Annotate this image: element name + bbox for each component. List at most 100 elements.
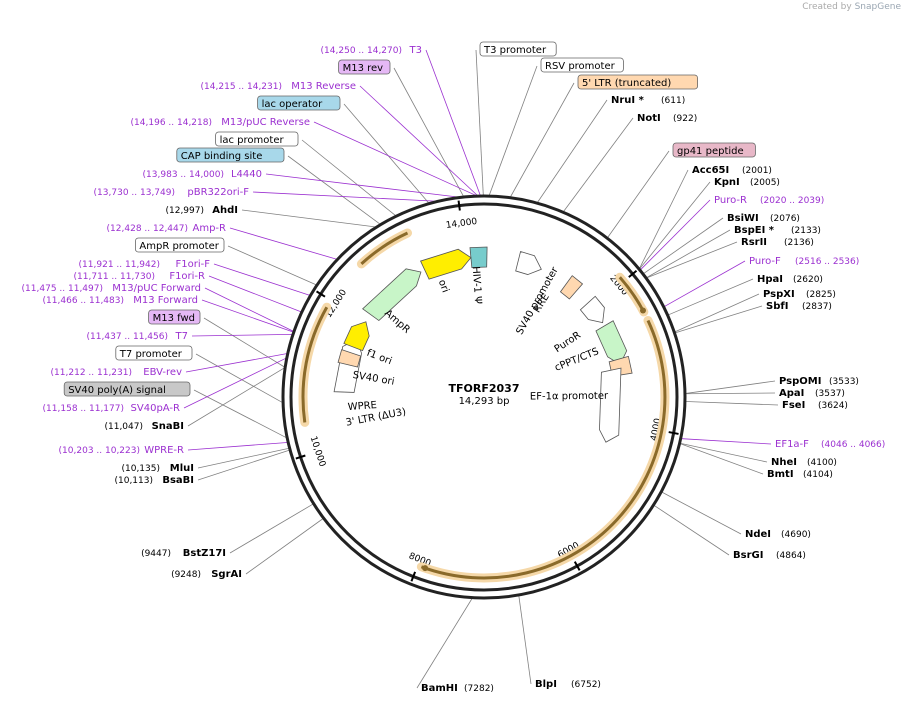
ruler-tick (295, 454, 306, 460)
feature-box-label: RSV promoter (545, 61, 616, 72)
outer-label: BstZ17I (9447) (141, 548, 226, 559)
plasmid-name: TFORF2037 (449, 382, 520, 395)
leader-line (227, 245, 317, 286)
enzyme-position: (922) (673, 114, 697, 124)
primer-range: (10,203 .. 10,223) (59, 446, 140, 456)
outer-label: HpaI(2620) (757, 274, 823, 285)
enzyme-name: BstZ17I (183, 548, 226, 559)
primer-range: (2516 .. 2536) (795, 257, 859, 267)
outer-label: SbfI(2837) (766, 301, 832, 312)
leader-line (488, 65, 538, 196)
outer-label: SV40pA-R(11,158 .. 11,177) (43, 403, 180, 414)
enzyme-name: BmtI (767, 469, 794, 480)
inner-feature-shape (599, 367, 622, 443)
leader-line (475, 49, 484, 196)
ruler-label: 10,000 (308, 435, 327, 468)
outer-label: CAP binding site (176, 147, 285, 163)
feature-box-label: 5' LTR (truncated) (582, 78, 671, 89)
primer-range: (11,711 .. 11,730) (74, 272, 155, 282)
leader-line (668, 278, 754, 316)
orf-arrowhead (640, 307, 647, 314)
outer-label: M13/pUC Forward(11,475 .. 11,497) (22, 283, 201, 294)
enzyme-name: NruI * (611, 95, 645, 106)
orf-arrowhead (422, 565, 429, 572)
orf-arc (360, 231, 409, 266)
outer-label: FseI (3624) (782, 400, 848, 411)
leader-line (265, 173, 457, 198)
enzyme-name: NdeI (745, 529, 771, 540)
feature-box-label: lac promoter (220, 135, 285, 146)
feature-box (479, 41, 557, 57)
feature-box-label: SV40 poly(A) signal (68, 385, 166, 396)
snapgene-credit: Created by SnapGene (802, 2, 901, 12)
primer-name: Puro-F (749, 256, 781, 267)
primer-name: T7 (175, 331, 188, 342)
feature-box-label: T7 promoter (119, 349, 183, 360)
enzyme-position: (9447) (141, 549, 171, 559)
leader-line (313, 121, 476, 196)
feature-box (577, 74, 698, 90)
feature-box (257, 95, 341, 111)
orf-arc (420, 319, 667, 580)
ruler-tick (628, 269, 638, 278)
outer-label: RSV promoter (540, 57, 624, 73)
feature-box (215, 131, 299, 147)
primer-name: EF1a-F (775, 439, 809, 450)
outer-label: gp41 peptide (672, 142, 756, 158)
outer-label: M13 fwd (148, 309, 201, 325)
enzyme-position: (4864) (776, 551, 806, 561)
primer-range: (14,250 .. 14,270) (321, 46, 402, 56)
enzyme-name: SgrAI (211, 569, 242, 580)
enzyme-position: (3624) (818, 401, 848, 411)
enzyme-position: (6752) (571, 680, 601, 690)
enzyme-name: FseI (782, 400, 805, 411)
leader-line (563, 117, 634, 212)
leader-line (685, 392, 776, 395)
outer-label: T3 promoter (479, 41, 557, 57)
leader-line (639, 169, 689, 269)
outer-label: BsaBI(10,113) (114, 475, 194, 486)
outer-label: BlpI(6752) (535, 679, 601, 690)
leader-line (643, 217, 724, 274)
enzyme-name: MluI (170, 463, 194, 474)
leader-line (203, 317, 285, 368)
outer-label: M13 Forward(11,466 .. 11,483) (43, 295, 198, 306)
leader-line (661, 491, 742, 535)
plasmid-length: 14,293 bp (459, 396, 510, 407)
enzyme-name: NotI (637, 113, 661, 124)
orf-arc (301, 306, 329, 423)
outer-label: M13/pUC Reverse(14,196 .. 14,218) (131, 117, 310, 128)
enzyme-name: RsrII (741, 237, 767, 248)
enzyme-name: BspEI * (734, 225, 775, 236)
inner-feature-label: WPRE (347, 400, 377, 413)
feature-box-label: M13 fwd (153, 313, 195, 324)
outer-label: AhdI(12,997) (165, 205, 238, 216)
primer-name: F1ori-F (176, 259, 211, 270)
primer-range: (11,475 .. 11,497) (22, 284, 103, 294)
outer-label: M13 rev (338, 59, 391, 75)
feature-box-label: gp41 peptide (677, 146, 744, 157)
leader-line (197, 447, 289, 469)
leader-line (607, 150, 670, 238)
leader-line (229, 503, 314, 554)
feature-box-label: AmpR promoter (139, 241, 219, 252)
outer-label: NruI *(611) (611, 95, 685, 106)
outer-label: pBR322ori-F(13,730 .. 13,749) (94, 187, 250, 198)
enzyme-position: (2136) (784, 238, 814, 248)
primer-name: EBV-rev (143, 367, 182, 378)
inner-feature-shape (579, 295, 605, 324)
ruler-tick (668, 431, 679, 435)
primer-range: (11,212 .. 11,231) (51, 368, 132, 378)
feature-box (63, 381, 191, 397)
outer-label: T3(14,250 .. 14,270) (321, 45, 422, 56)
leader-line (201, 299, 293, 333)
enzyme-position: (7282) (464, 684, 494, 694)
leader-line (416, 598, 473, 689)
leader-line (204, 287, 294, 332)
primer-range: (13,983 .. 14,000) (143, 170, 224, 180)
enzyme-position: (2133) (791, 226, 821, 236)
leader-line (343, 103, 429, 204)
outer-label: BsrGI(4864) (733, 550, 806, 561)
ruler-tick (410, 571, 417, 582)
leader-line (425, 49, 481, 196)
